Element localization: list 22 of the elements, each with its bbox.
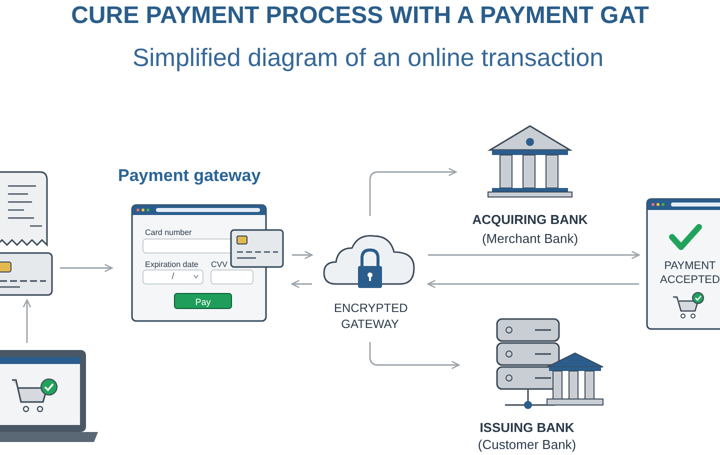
node-sublabel: (Customer Bank) <box>476 437 578 452</box>
title: CURE PAYMENT PROCESS WITH A PAYMENT GAT <box>70 2 650 30</box>
node-label: ENCRYPTED GATEWAY <box>333 300 409 332</box>
arrow <box>292 250 313 260</box>
date-separator: / <box>170 271 176 281</box>
arrow <box>427 280 639 288</box>
field-label: Card number <box>145 228 192 237</box>
field-label: CVV <box>211 260 228 269</box>
status-label: PAYMENT ACCEPTED <box>659 259 720 287</box>
field-label: Expiration date <box>145 260 198 269</box>
node-label: ACQUIRING BANK <box>471 212 589 227</box>
subtitle: Simplified diagram of an online transaction <box>131 44 605 73</box>
arrow <box>369 168 457 216</box>
section-heading: Payment gateway <box>118 166 261 186</box>
node-sublabel: (Merchant Bank) <box>480 231 580 246</box>
pay-button: Pay <box>174 293 232 309</box>
arrow <box>60 264 113 272</box>
arrow <box>428 250 640 260</box>
arrow <box>291 280 312 288</box>
node-label: ISSUING BANK <box>478 420 576 435</box>
arrow <box>22 299 32 343</box>
arrow <box>369 342 460 370</box>
